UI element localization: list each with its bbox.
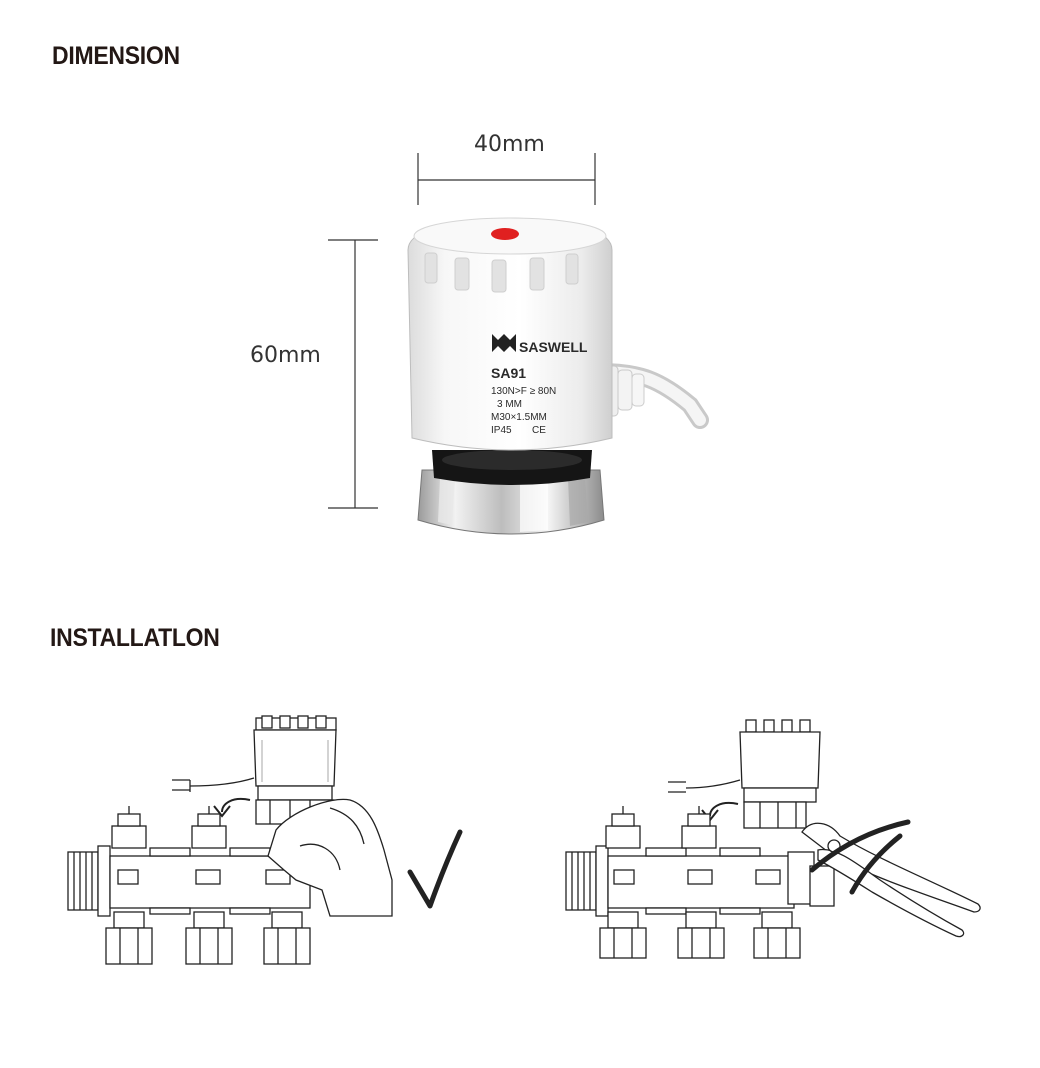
installation-wrong-drawing xyxy=(565,719,981,959)
spec-ce-text: CE xyxy=(532,425,546,436)
height-dimension-line xyxy=(328,239,378,509)
installation-title: INSTALLATLON xyxy=(50,624,220,652)
cable xyxy=(591,363,709,429)
correct-check-mark xyxy=(407,829,463,909)
spec-force-text: 130N>F ≥ 80N xyxy=(491,386,556,397)
brand-text: SASWELL xyxy=(519,339,588,355)
actuator-product-image: SASWELL SA91 130N>F ≥ 80N 3 MM M30×1.5MM… xyxy=(407,217,709,535)
saswell-logo xyxy=(492,334,516,352)
installation-correct-drawing xyxy=(67,715,393,965)
spec-thread-text: M30×1.5MM xyxy=(491,412,547,423)
wrong-cross-mark xyxy=(809,819,911,895)
height-dimension-label: 60mm xyxy=(250,343,321,368)
spec-stroke-text: 3 MM xyxy=(497,399,522,410)
spec-ip-text: IP45 xyxy=(491,425,512,436)
red-indicator xyxy=(491,228,519,240)
width-dimension-label: 40mm xyxy=(474,132,545,157)
dimension-title: DIMENSION xyxy=(52,42,180,70)
model-text: SA91 xyxy=(491,365,526,381)
width-dimension-line xyxy=(417,153,596,205)
